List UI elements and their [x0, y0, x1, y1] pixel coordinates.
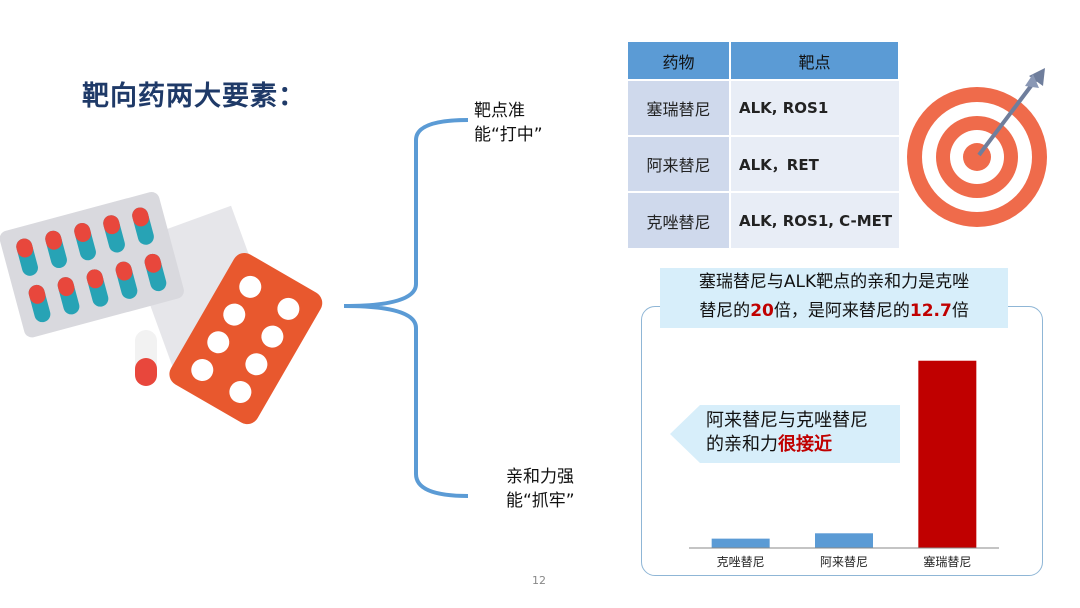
- point-1-line-1: 靶点准: [474, 101, 525, 121]
- x-tick-label: 塞瑞替尼: [923, 554, 971, 569]
- bar-3: [918, 360, 977, 548]
- drug-name: 克唑替尼: [628, 191, 731, 248]
- left-arrow-shape: [670, 405, 900, 463]
- point-2-line-1: 亲和力强: [506, 467, 574, 487]
- pills-illustration: [0, 192, 323, 425]
- bar-1: [711, 538, 770, 548]
- header-target: 靶点: [730, 42, 900, 80]
- callout-number-12-7: 12.7: [909, 301, 952, 321]
- table-row: 阿来替尼 ALK，RET: [628, 135, 899, 192]
- note-line-1: 阿来替尼与克唑替尼: [706, 410, 868, 431]
- point-target-accurate: 靶点准 能“打中”: [474, 99, 543, 147]
- point-affinity-strong: 亲和力强 能“抓牢”: [506, 465, 575, 513]
- callout-line-2: 替尼的20倍，是阿来替尼的12.7倍: [660, 297, 1008, 326]
- note-line-2: 的亲和力很接近: [706, 433, 868, 457]
- affinity-callout: 塞瑞替尼与ALK靶点的亲和力是克唑 替尼的20倍，是阿来替尼的12.7倍: [660, 268, 1008, 328]
- page-number: 12: [532, 574, 546, 587]
- drug-name: 阿来替尼: [628, 135, 731, 192]
- bullseye-icon: [907, 68, 1047, 227]
- loose-capsule: [135, 330, 157, 386]
- note-highlight: 很接近: [778, 434, 832, 455]
- point-1-line-2: 能“打中”: [474, 125, 543, 145]
- table-header-row: 药物 靶点: [628, 42, 900, 80]
- drug-target-table: 药物 靶点 塞瑞替尼 ALK, ROS1 阿来替尼 ALK，RET 克唑替尼 A…: [628, 42, 900, 248]
- drug-name: 塞瑞替尼: [628, 79, 731, 136]
- callout-text: 替尼的: [699, 301, 751, 321]
- bar-2: [815, 533, 873, 548]
- tablet-blister: [169, 253, 323, 425]
- x-tick-label: 克唑替尼: [717, 555, 765, 569]
- x-tick-label: 阿来替尼: [820, 555, 868, 569]
- curly-brace: [343, 118, 469, 498]
- table-row: 克唑替尼 ALK, ROS1, C-MET: [628, 191, 899, 248]
- callout-number-20: 20: [750, 301, 774, 321]
- note-text: 的亲和力: [706, 434, 778, 455]
- drug-target: ALK, ROS1, C-MET: [730, 191, 899, 248]
- affinity-bar-chart: 克唑替尼 阿来替尼 塞瑞替尼: [689, 360, 999, 569]
- header-drug: 药物: [628, 42, 731, 80]
- drug-target: ALK，RET: [730, 135, 899, 192]
- slide-title: 靶向药两大要素：: [82, 81, 306, 112]
- callout-line-1: 塞瑞替尼与ALK靶点的亲和力是克唑: [698, 272, 970, 292]
- point-2-line-2: 能“抓牢”: [506, 491, 575, 511]
- callout-text: 倍: [951, 301, 969, 321]
- comparison-note: 阿来替尼与克唑替尼 的亲和力很接近: [706, 409, 868, 457]
- table-row: 塞瑞替尼 ALK, ROS1: [628, 79, 899, 136]
- callout-text: 倍，是阿来替尼的: [773, 301, 910, 321]
- drug-target: ALK, ROS1: [730, 79, 899, 136]
- capsule-grid: [16, 207, 167, 323]
